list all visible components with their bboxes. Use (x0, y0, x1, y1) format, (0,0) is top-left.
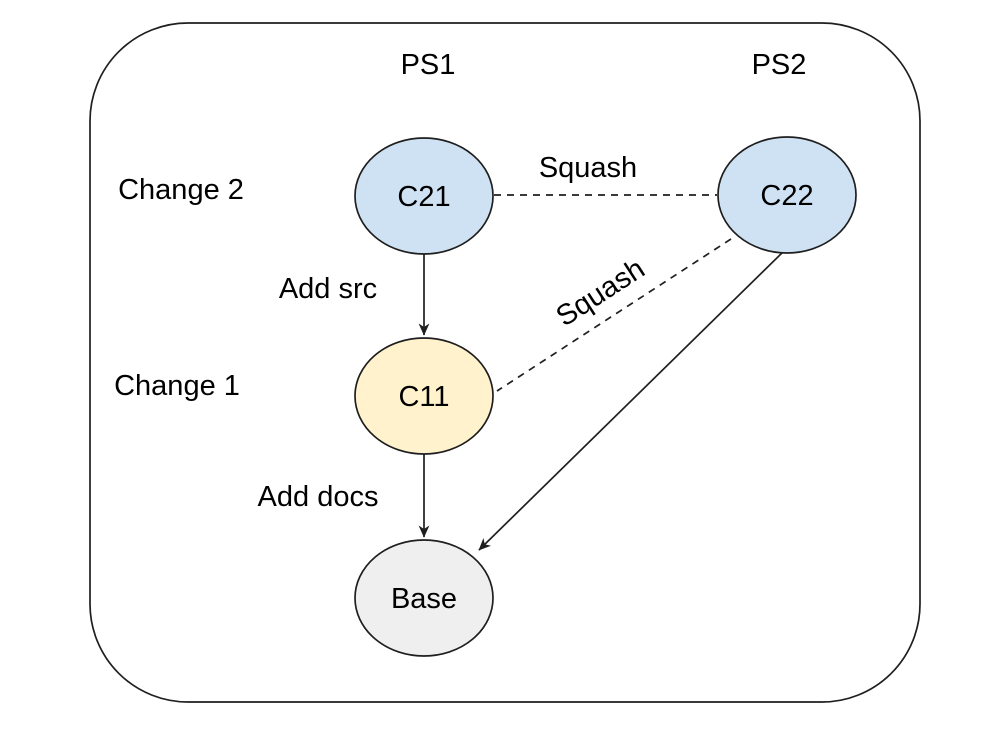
node-c11: C11 (354, 337, 494, 455)
node-base: Base (354, 539, 494, 657)
node-c21-label: C21 (397, 181, 450, 213)
edge-label-squash-diagonal: Squash (551, 253, 651, 333)
node-c11-shape (354, 337, 494, 455)
node-c21: C21 (354, 137, 494, 255)
node-c11-label: C11 (398, 381, 449, 413)
edge-label-squash-top: Squash (539, 152, 637, 184)
edge-label-add-src: Add src (279, 273, 377, 305)
edge-squash-c22-c11 (496, 238, 732, 392)
row-label-change1: Change 1 (114, 370, 240, 402)
node-c22-shape (717, 136, 857, 254)
patch-set-boundary (89, 22, 921, 703)
row-label-change2: Change 2 (118, 174, 244, 206)
column-header-ps1: PS1 (401, 49, 456, 81)
edge-c22-to-base (478, 249, 786, 551)
node-base-label: Base (391, 583, 457, 615)
node-c21-shape (354, 137, 494, 255)
column-header-ps2: PS2 (752, 49, 807, 81)
node-base-shape (354, 539, 494, 657)
node-c22: C22 (717, 136, 857, 254)
edge-label-add-docs: Add docs (258, 481, 379, 513)
node-c22-label: C22 (760, 180, 813, 212)
